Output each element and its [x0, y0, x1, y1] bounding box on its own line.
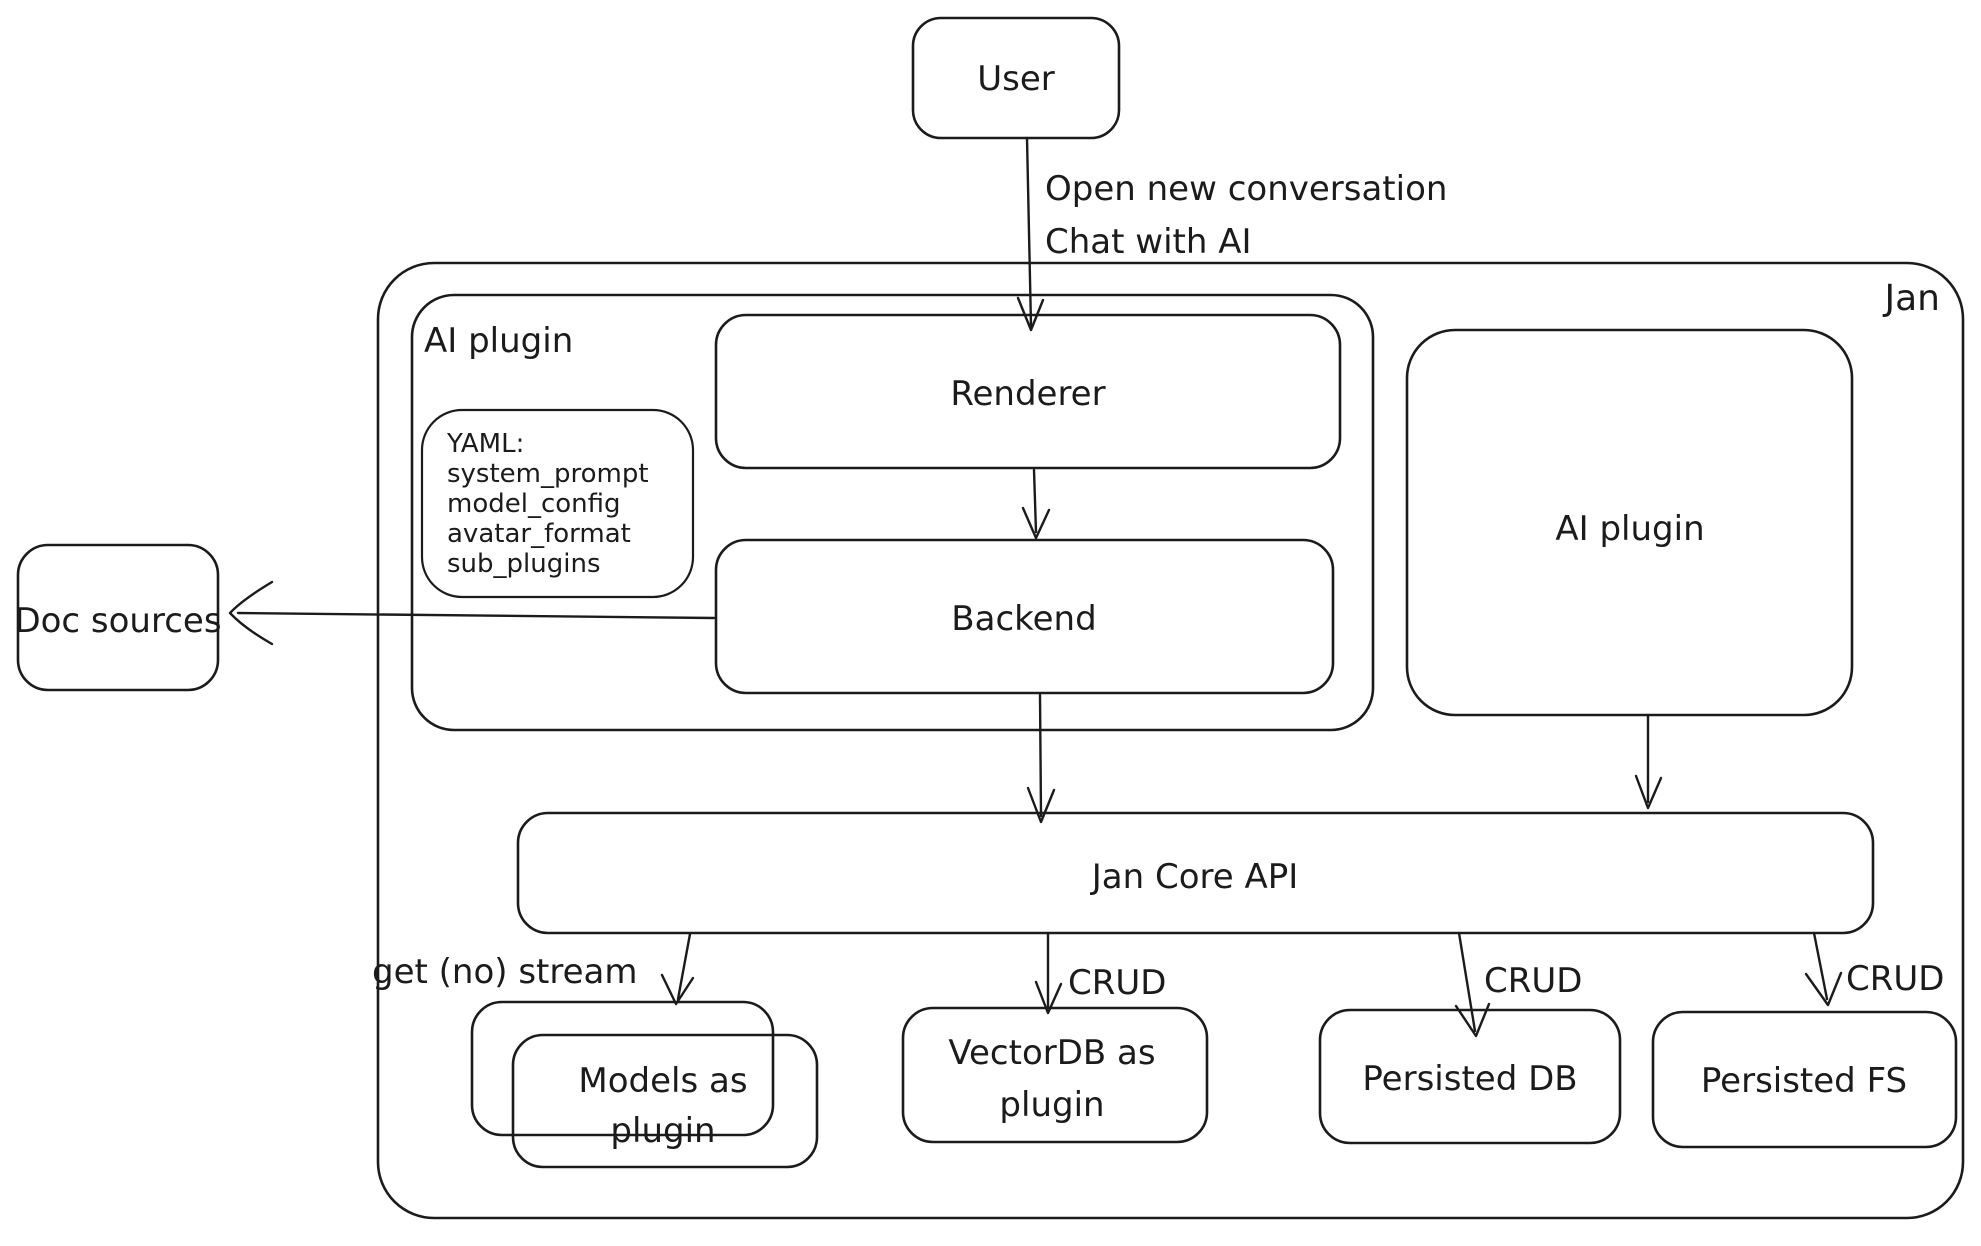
api-to-persisted-fs-line: [1812, 931, 1829, 1001]
edge-api-to-vectordb: CRUD: [1034, 932, 1166, 1015]
user-to-renderer-line: [1025, 136, 1033, 328]
node-yaml-note: YAML: system_prompt model_config avatar_…: [420, 408, 695, 599]
node-persisted-fs: Persisted FS: [1651, 1010, 1958, 1149]
backend-label: Backend: [951, 599, 1096, 639]
api-to-models-arrowhead-icon: [660, 973, 695, 1006]
edge-ai-plugin-right-to-api: [1634, 714, 1663, 810]
backend-to-doc-sources-arrowhead-icon: [228, 580, 274, 646]
edge-api-to-persisted-fs: CRUD: [1804, 931, 1944, 1007]
node-doc-sources: Doc sources: [14, 543, 222, 692]
jan-core-api-box: [516, 811, 1875, 935]
api-to-persisted-db-arrowhead-icon: [1454, 1002, 1491, 1038]
edge-backend-to-api: [1026, 693, 1056, 824]
renderer-label: Renderer: [950, 374, 1105, 414]
models-as-plugin-outer-box: [470, 1000, 775, 1137]
backend-box: [714, 538, 1335, 695]
vectordb-as-plugin-label-line1: VectorDB as: [948, 1033, 1155, 1073]
yaml-note-line3: model_config: [447, 489, 621, 519]
persisted-db-box: [1318, 1008, 1622, 1145]
user-to-renderer-label-line1: Open new conversation: [1045, 169, 1447, 209]
doc-sources-label: Doc sources: [14, 601, 221, 641]
edge-renderer-to-backend: [1021, 468, 1051, 540]
node-backend: Backend: [714, 538, 1335, 695]
user-label: User: [977, 59, 1055, 99]
yaml-note-line2: system_prompt: [447, 459, 649, 489]
api-to-models-label: get (no) stream: [372, 952, 637, 992]
node-models-as-plugin: Models as plugin: [470, 1000, 819, 1169]
yaml-note-box: [420, 408, 695, 599]
yaml-note-line4: avatar_format: [447, 519, 631, 549]
ai-plugin-left-label: AI plugin: [424, 321, 573, 361]
ai-plugin-right-box: [1405, 328, 1854, 717]
jan-container-label: Jan: [1883, 278, 1941, 319]
persisted-db-label: Persisted DB: [1362, 1059, 1577, 1099]
api-to-persisted-fs-label: CRUD: [1846, 959, 1944, 999]
ai-plugin-right-label: AI plugin: [1555, 509, 1704, 549]
edge-backend-to-doc-sources: [228, 580, 716, 646]
node-user: User: [911, 16, 1121, 140]
edge-api-to-models: get (no) stream: [372, 932, 695, 1006]
models-as-plugin-inner-box: [511, 1033, 819, 1169]
api-to-vectordb-label: CRUD: [1068, 963, 1166, 1003]
ai-plugin-right-to-api-arrowhead-icon: [1634, 774, 1663, 810]
api-to-persisted-fs-arrowhead-icon: [1804, 971, 1843, 1007]
backend-to-api-line: [1038, 693, 1043, 818]
yaml-note-line5: sub_plugins: [447, 549, 601, 579]
node-vectordb-as-plugin: VectorDB as plugin: [901, 1006, 1209, 1144]
models-as-plugin-label-line1: Models as: [578, 1061, 747, 1101]
yaml-note-line1: YAML:: [446, 429, 524, 459]
backend-to-api-arrowhead-icon: [1026, 786, 1056, 824]
ai-plugin-left-box: [410, 293, 1375, 732]
node-ai-plugin-right: AI plugin: [1405, 328, 1854, 717]
node-renderer: Renderer: [714, 313, 1342, 470]
persisted-fs-box: [1651, 1010, 1958, 1149]
node-ai-plugin-left: AI plugin: [410, 293, 1375, 732]
persisted-fs-label: Persisted FS: [1701, 1061, 1907, 1101]
node-jan-container: Jan: [376, 261, 1965, 1220]
jan-container-box: [376, 261, 1965, 1220]
edge-user-to-renderer: Open new conversation Chat with AI: [1016, 136, 1447, 332]
models-as-plugin-label-line2: plugin: [610, 1111, 715, 1151]
jan-core-api-label: Jan Core API: [1090, 857, 1299, 897]
user-box: [911, 16, 1121, 140]
user-to-renderer-arrowhead-icon: [1016, 296, 1045, 332]
api-to-persisted-db-line: [1457, 931, 1477, 1033]
doc-sources-box: [16, 543, 220, 692]
node-jan-core-api: Jan Core API: [516, 811, 1875, 935]
api-to-persisted-db-label: CRUD: [1484, 961, 1582, 1001]
vectordb-as-plugin-box: [901, 1006, 1209, 1144]
edge-api-to-persisted-db: CRUD: [1454, 931, 1582, 1038]
node-persisted-db: Persisted DB: [1318, 1008, 1622, 1145]
api-to-models-line: [676, 932, 692, 1001]
renderer-to-backend-arrowhead-icon: [1021, 506, 1051, 540]
backend-to-doc-sources-line: [236, 611, 716, 620]
api-to-vectordb-arrowhead-icon: [1034, 980, 1063, 1015]
vectordb-as-plugin-label-line2: plugin: [999, 1085, 1104, 1125]
user-to-renderer-label-line2: Chat with AI: [1045, 222, 1252, 262]
renderer-to-backend-line: [1032, 468, 1038, 534]
renderer-box: [714, 313, 1342, 470]
